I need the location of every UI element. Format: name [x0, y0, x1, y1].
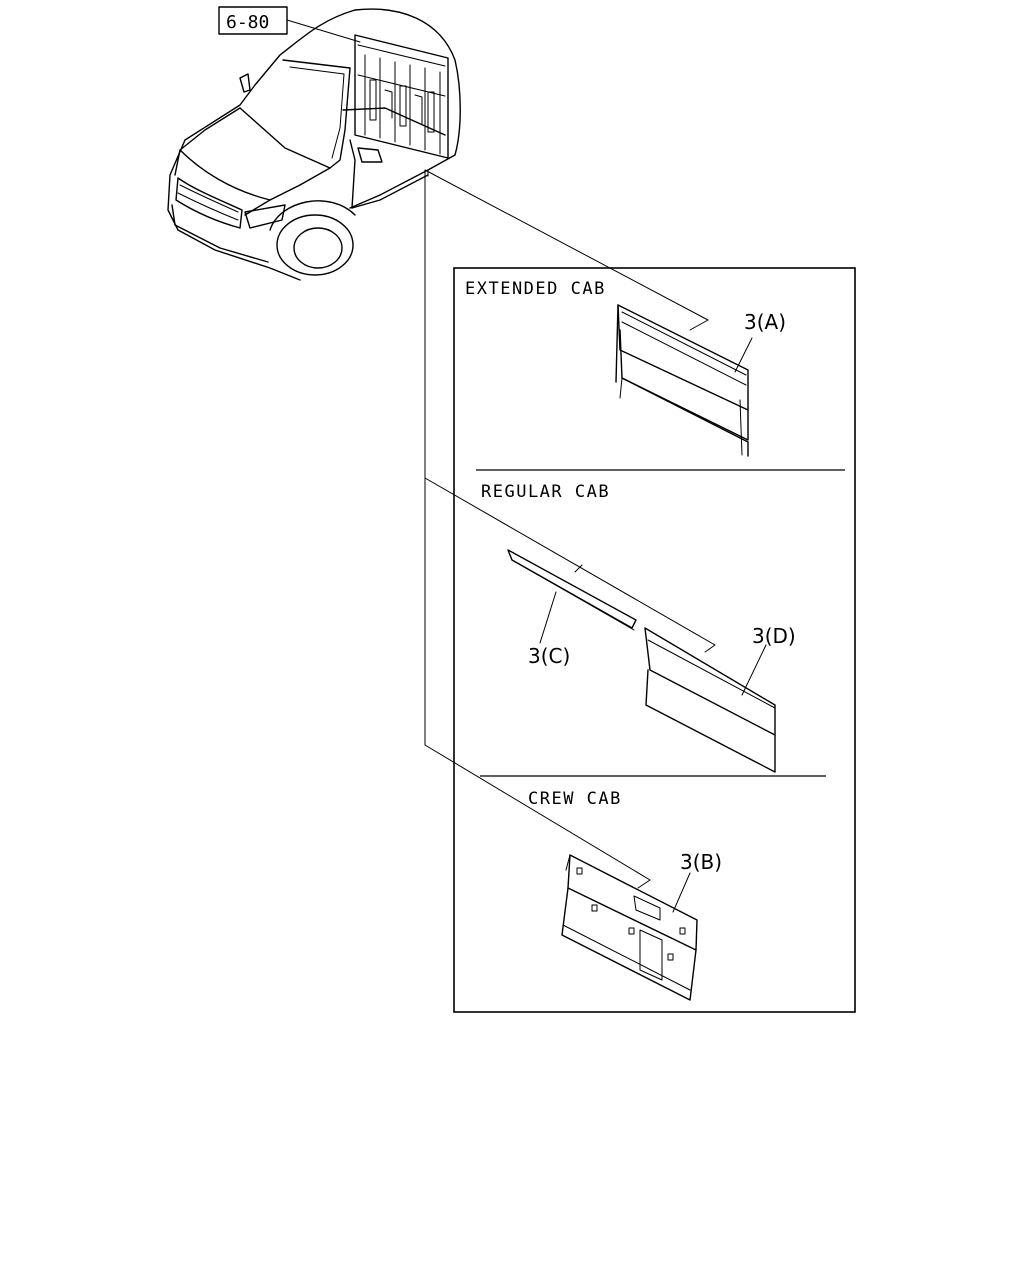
leader-lines	[424, 169, 716, 889]
part-3d-drawing[interactable]	[644, 627, 776, 773]
section-title-crew-cab: CREW CAB	[528, 789, 622, 809]
detail-frame	[453, 267, 856, 1013]
part-label-3a[interactable]: 3(A)	[744, 310, 786, 334]
part-label-3b[interactable]: 3(B)	[680, 850, 722, 874]
part-3c-drawing[interactable]	[507, 549, 637, 631]
reference-label: 6-80	[226, 12, 269, 33]
reference-box[interactable]: 6-80	[218, 6, 361, 43]
section-regular-cab: REGULAR CAB 3(C) 3(D)	[481, 482, 796, 773]
section-crew-cab: CREW CAB 3(B)	[528, 789, 722, 1001]
part-3a-drawing[interactable]	[615, 304, 749, 457]
section-extended-cab: EXTENDED CAB 3(A)	[465, 279, 786, 457]
part-label-3c[interactable]: 3(C)	[528, 644, 570, 668]
part-label-3d[interactable]: 3(D)	[752, 624, 796, 648]
part-3b-drawing[interactable]	[561, 854, 698, 1001]
vehicle-illustration	[167, 8, 461, 281]
section-title-extended-cab: EXTENDED CAB	[465, 279, 606, 299]
section-title-regular-cab: REGULAR CAB	[481, 482, 610, 502]
